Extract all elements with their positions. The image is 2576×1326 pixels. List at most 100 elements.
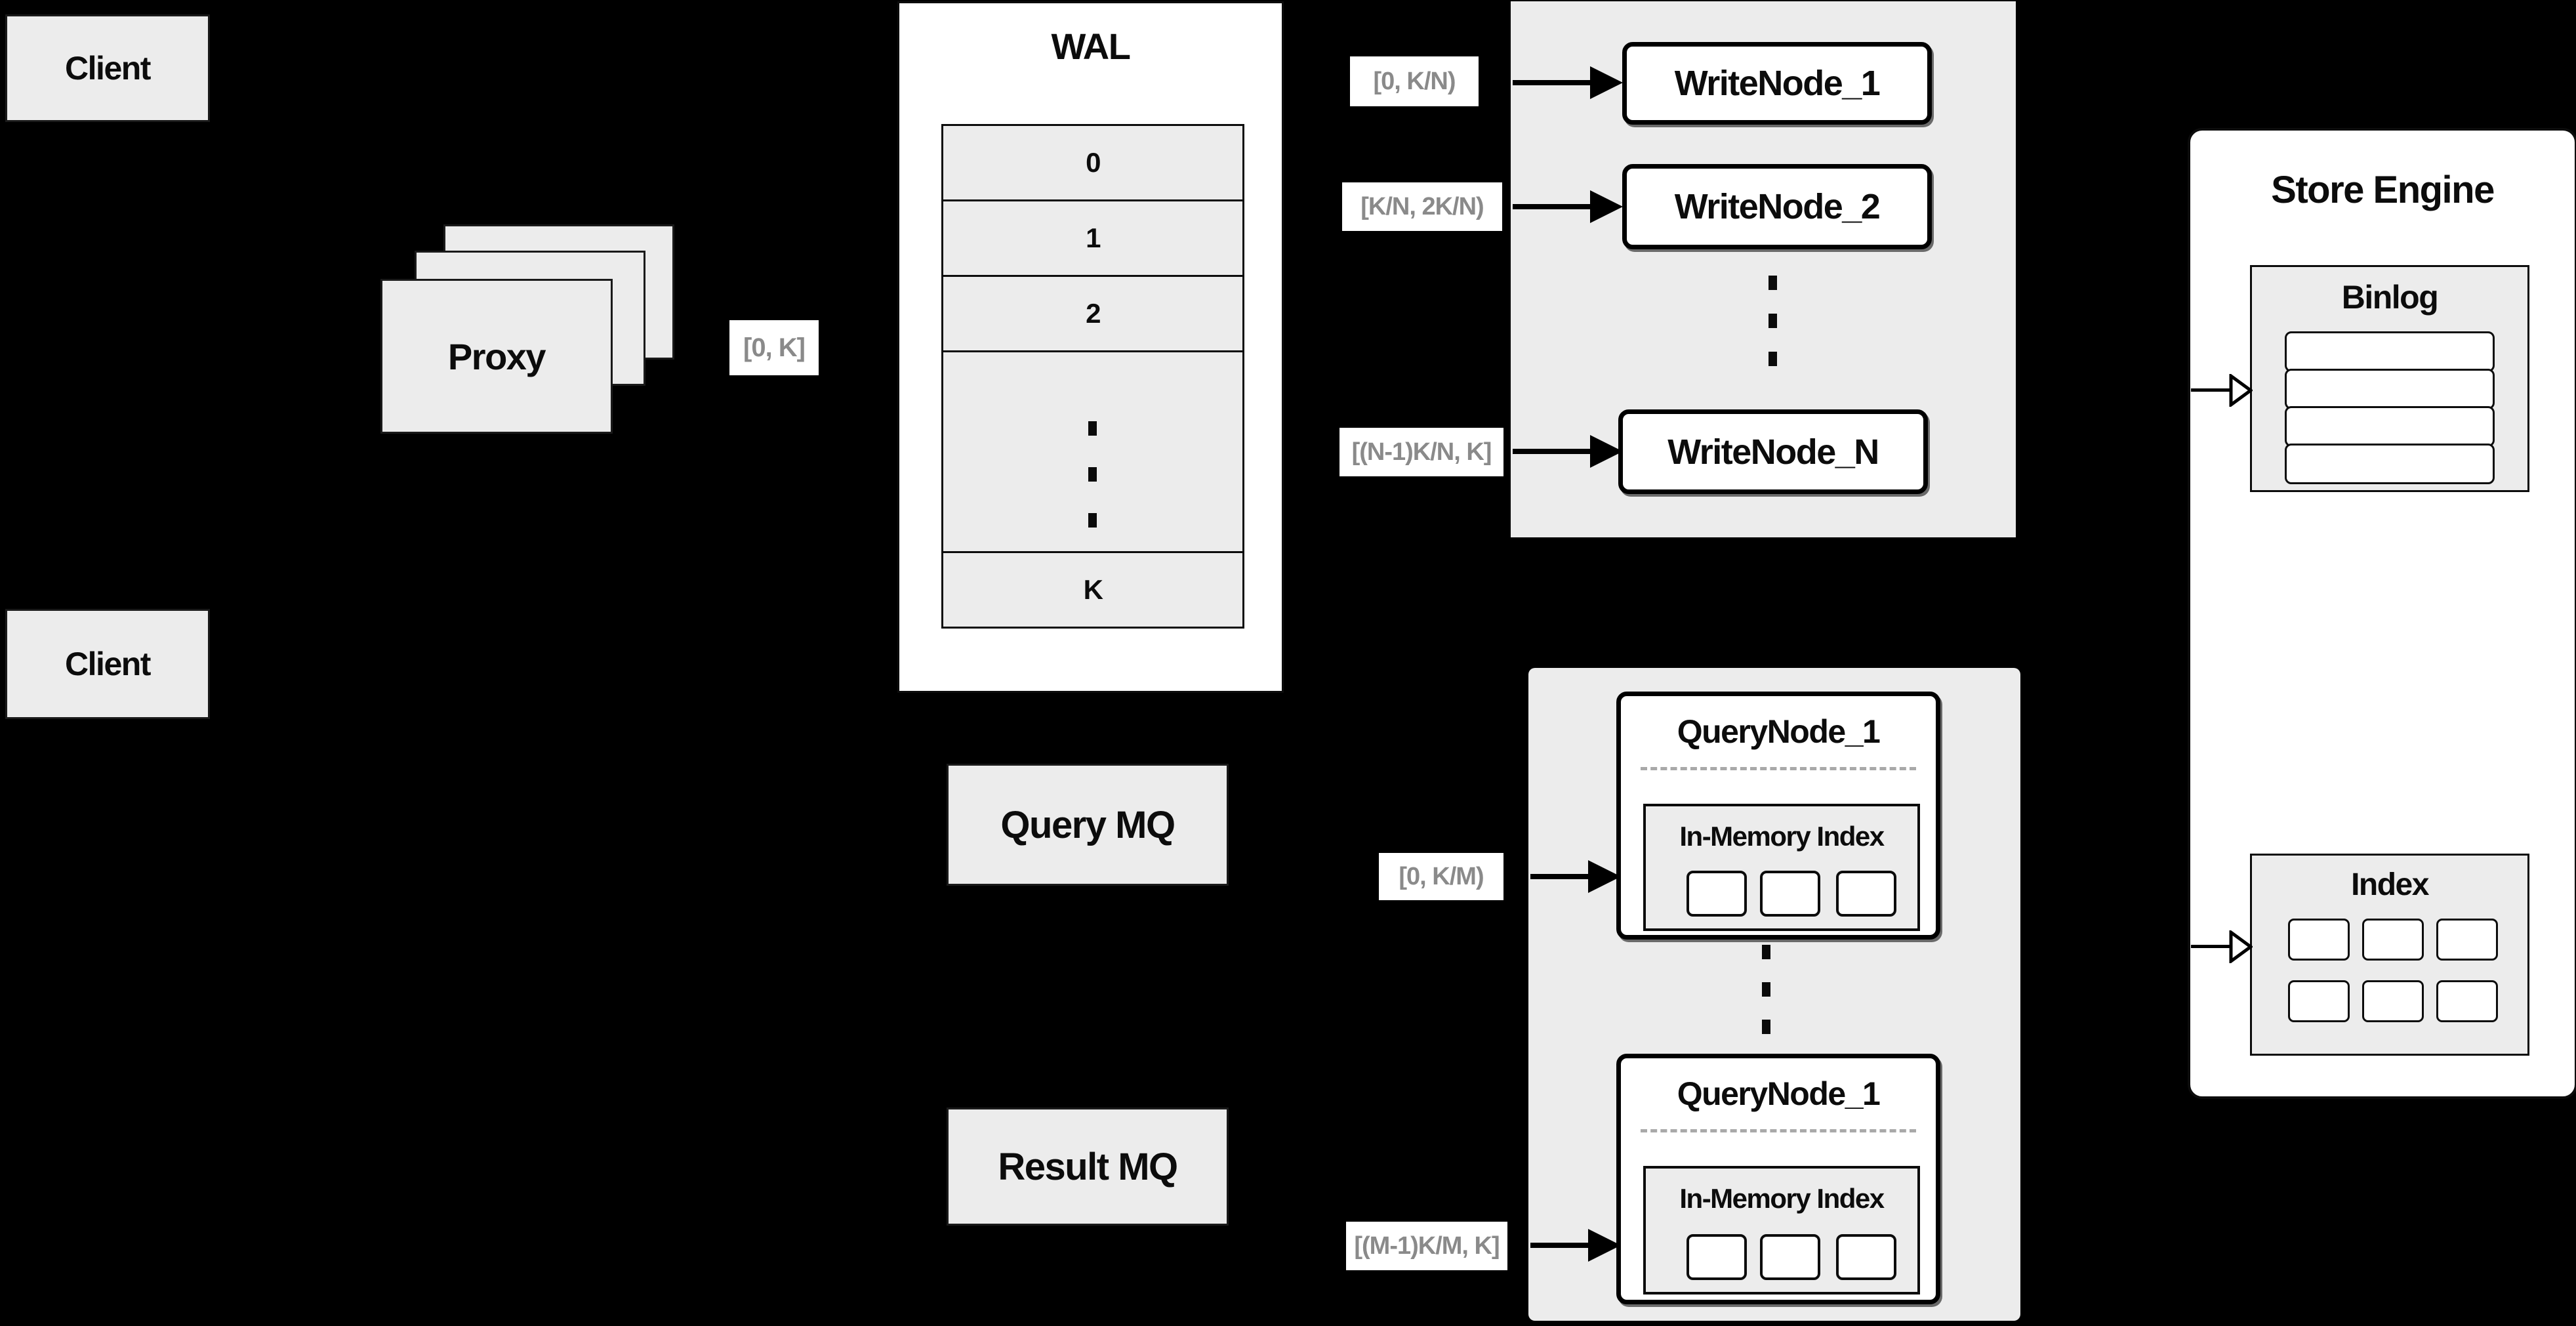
range-label-writenode-1-text: [0, K/N) xyxy=(1373,67,1456,95)
ellipsis-dot xyxy=(1088,467,1097,482)
binlog-row xyxy=(2285,369,2495,409)
result-mq-box: Result MQ xyxy=(947,1108,1229,1226)
proxy-label: Proxy xyxy=(447,335,546,377)
wal-row-k-label: K xyxy=(1083,574,1103,605)
in-memory-index-1-box: In-Memory Index xyxy=(1643,804,1920,931)
proxy-box: Proxy xyxy=(380,279,613,434)
arrow-to-writenode-1 xyxy=(1513,80,1593,85)
range-label-proxy-wal-text: [0, K] xyxy=(743,333,806,362)
wal-title: WAL xyxy=(899,3,1282,89)
in-memory-index-1-title-text: In-Memory Index xyxy=(1679,821,1885,852)
ellipsis-dot xyxy=(1088,513,1097,528)
client-bottom-box: Client xyxy=(5,609,210,719)
arrowhead-open-index xyxy=(2229,930,2253,963)
index-box: Index xyxy=(2250,854,2529,1056)
memory-chip xyxy=(1836,871,1896,917)
querynode-1-box: QueryNode_1 In-Memory Index xyxy=(1616,692,1940,940)
query-mq-label: Query MQ xyxy=(1000,803,1176,846)
querynode-2-divider xyxy=(1641,1129,1916,1132)
arrow-to-querynode-2 xyxy=(1530,1243,1591,1248)
writenode-2-box: WriteNode_2 xyxy=(1622,164,1932,249)
range-label-writenode-2-text: [K/N, 2K/N) xyxy=(1360,192,1484,220)
range-label-writenode-1: [0, K/N) xyxy=(1350,56,1479,106)
binlog-row xyxy=(2285,331,2495,372)
wal-row-0: 0 xyxy=(943,126,1242,199)
wal-row-2-label: 2 xyxy=(1086,298,1101,329)
range-label-querynode-1: [0, K/M) xyxy=(1379,853,1503,900)
writenode-n-box: WriteNode_N xyxy=(1618,409,1928,494)
writenode-1-box: WriteNode_1 xyxy=(1622,42,1932,125)
binlog-box: Binlog xyxy=(2250,265,2529,492)
arrow-to-querynode-1 xyxy=(1530,874,1591,879)
store-engine-box: Store Engine Binlog Index xyxy=(2188,128,2576,1099)
binlog-title-text: Binlog xyxy=(2341,279,2439,316)
ellipsis-dot xyxy=(1768,314,1777,328)
in-memory-index-1-title: In-Memory Index xyxy=(1646,806,1917,867)
ellipsis-dot xyxy=(1762,1020,1770,1034)
arrow-to-binlog xyxy=(2191,388,2230,392)
index-title: Index xyxy=(2252,856,2527,913)
index-cell xyxy=(2288,919,2350,961)
client-bottom-label: Client xyxy=(65,646,151,682)
range-label-querynode-2-text: [(M-1)K/M, K] xyxy=(1354,1232,1500,1260)
index-cell xyxy=(2436,980,2498,1022)
querynode-2-title-text: QueryNode_1 xyxy=(1677,1075,1881,1112)
memory-chip xyxy=(1687,1234,1747,1280)
store-engine-title: Store Engine xyxy=(2190,131,2575,249)
wal-row-1-label: 1 xyxy=(1086,222,1101,253)
client-top-box: Client xyxy=(5,14,210,122)
arrowhead-open-binlog xyxy=(2229,374,2253,407)
in-memory-index-2-title: In-Memory Index xyxy=(1646,1169,1917,1229)
wal-row-k: K xyxy=(943,551,1242,627)
store-engine-title-text: Store Engine xyxy=(2271,168,2495,211)
writenode-2-label: WriteNode_2 xyxy=(1674,187,1881,226)
ellipsis-dot xyxy=(1762,982,1770,997)
memory-chip xyxy=(1836,1234,1896,1280)
binlog-row xyxy=(2285,406,2495,447)
range-label-writenode-n: [(N-1)K/N, K] xyxy=(1339,428,1503,476)
wal-segment-table: 0 1 2 K xyxy=(941,124,1244,629)
range-label-writenode-2: [K/N, 2K/N) xyxy=(1342,182,1502,231)
binlog-row xyxy=(2285,444,2495,484)
ellipsis-dot xyxy=(1088,421,1097,436)
querynode-1-divider xyxy=(1641,767,1916,770)
querynode-2-box: QueryNode_1 In-Memory Index xyxy=(1616,1054,1940,1304)
index-cell xyxy=(2288,980,2350,1022)
wal-box: WAL 0 1 2 K xyxy=(897,1,1284,693)
wal-row-1: 1 xyxy=(943,199,1242,275)
index-cell xyxy=(2436,919,2498,961)
in-memory-index-2-box: In-Memory Index xyxy=(1643,1166,1920,1295)
arrowhead-to-querynode-1 xyxy=(1588,860,1621,893)
querynode-1-title: QueryNode_1 xyxy=(1621,696,1936,767)
wal-title-text: WAL xyxy=(1051,25,1131,67)
index-cell xyxy=(2362,919,2424,961)
arrowhead-to-writenode-1 xyxy=(1590,66,1623,99)
wal-row-ellipsis xyxy=(943,350,1242,551)
arrow-to-writenode-2 xyxy=(1513,204,1593,209)
binlog-title: Binlog xyxy=(2252,267,2527,327)
range-label-writenode-n-text: [(N-1)K/N, K] xyxy=(1351,438,1492,466)
in-memory-index-2-title-text: In-Memory Index xyxy=(1679,1183,1885,1214)
range-label-proxy-wal: [0, K] xyxy=(729,320,819,375)
wal-row-0-label: 0 xyxy=(1086,147,1101,178)
ellipsis-dot xyxy=(1762,945,1770,959)
client-top-label: Client xyxy=(65,50,151,87)
memory-chip xyxy=(1760,871,1820,917)
query-mq-box: Query MQ xyxy=(947,764,1229,886)
querynode-1-title-text: QueryNode_1 xyxy=(1677,713,1881,750)
range-label-querynode-2: [(M-1)K/M, K] xyxy=(1346,1222,1507,1270)
range-label-querynode-1-text: [0, K/M) xyxy=(1399,862,1484,890)
ellipsis-dot xyxy=(1768,276,1777,290)
arrow-to-index xyxy=(2191,945,2230,948)
arrowhead-to-querynode-2 xyxy=(1588,1229,1621,1262)
writenode-1-label: WriteNode_1 xyxy=(1674,64,1881,103)
memory-chip xyxy=(1760,1234,1820,1280)
writenode-n-label: WriteNode_N xyxy=(1667,432,1879,472)
arrowhead-to-writenode-n xyxy=(1590,435,1623,468)
index-cell xyxy=(2362,980,2424,1022)
result-mq-label: Result MQ xyxy=(998,1145,1178,1188)
querynode-2-title: QueryNode_1 xyxy=(1621,1058,1936,1129)
ellipsis-dot xyxy=(1768,352,1777,366)
arrowhead-to-writenode-2 xyxy=(1590,190,1623,223)
memory-chip xyxy=(1687,871,1747,917)
